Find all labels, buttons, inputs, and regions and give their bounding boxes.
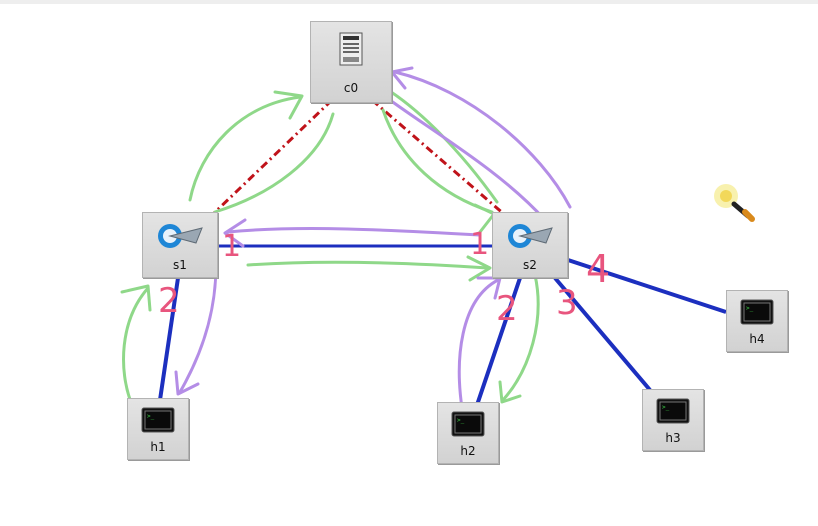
control-link-c0-s2 [371, 98, 506, 217]
svg-text:>_: >_ [147, 413, 155, 420]
node-label-h3: h3 [665, 431, 681, 445]
link-s1-h1 [158, 277, 180, 401]
port-label-s2-2: 2 [496, 289, 518, 329]
terminal-icon: >_ [451, 411, 485, 437]
node-label-h2: h2 [460, 444, 476, 458]
terminal-icon: >_ [656, 398, 690, 424]
node-label-c0: c0 [343, 81, 359, 95]
switch-s2[interactable]: s2 [492, 212, 568, 278]
port-label-s1-1: 1 [222, 229, 242, 264]
terminal-icon: >_ [141, 407, 175, 433]
node-label-h1: h1 [150, 440, 166, 454]
paintbrush-cursor-icon [714, 184, 755, 222]
switch-icon [508, 224, 553, 248]
node-label-h4: h4 [749, 332, 765, 346]
host-h4[interactable]: >_ h4 [726, 290, 788, 352]
port-label-s2-4: 4 [586, 247, 611, 291]
link-s2-h4 [567, 258, 727, 314]
node-label-s1: s1 [173, 258, 187, 272]
switch-icon [158, 224, 203, 248]
host-h2[interactable]: >_ h2 [437, 402, 499, 464]
control-link-c0-s1 [210, 98, 334, 217]
svg-text:>_: >_ [457, 417, 465, 424]
switch-s1[interactable]: s1 [142, 212, 218, 278]
svg-text:>_: >_ [662, 404, 670, 411]
server-icon [339, 32, 363, 66]
link-s2-h2 [475, 277, 522, 406]
host-h1[interactable]: >_ h1 [127, 398, 189, 460]
host-h3[interactable]: >_ h3 [642, 389, 704, 451]
port-label-s2-3: 3 [556, 283, 578, 323]
controller-c0[interactable]: c0 [310, 21, 392, 103]
terminal-icon: >_ [740, 299, 774, 325]
port-label-s1-2: 2 [158, 281, 180, 321]
node-label-s2: s2 [523, 258, 537, 272]
green-annotations [120, 86, 540, 407]
svg-text:>_: >_ [746, 305, 754, 312]
link-s2-h3 [553, 276, 652, 392]
port-label-s2-1: 1 [470, 227, 490, 262]
top-border [0, 0, 818, 4]
